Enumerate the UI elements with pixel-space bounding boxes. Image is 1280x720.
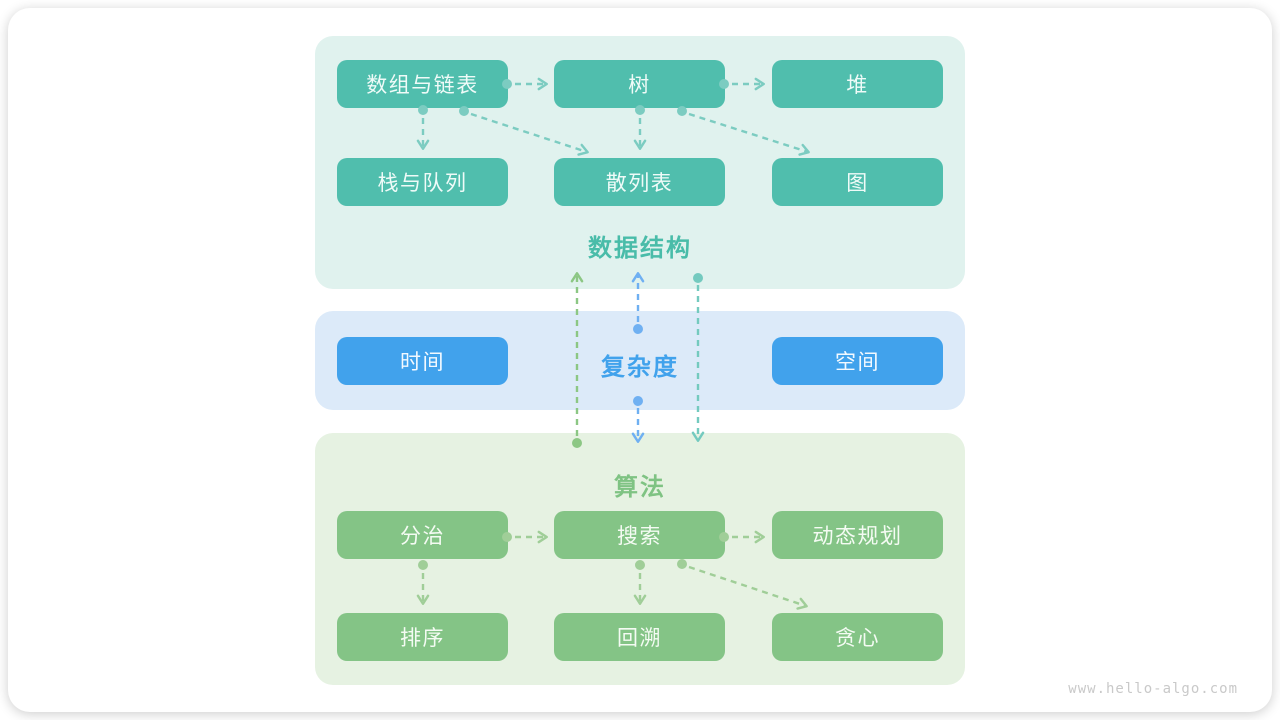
algorithms-panel: 算法 分治 搜索 动态规划 排序 回溯 贪心 [315,433,965,685]
node-stack-queue: 栈与队列 [337,158,508,206]
node-tree: 树 [554,60,725,108]
algorithms-label: 算法 [614,474,666,501]
complexity-label: 复杂度 [601,354,679,381]
node-graph: 图 [772,158,943,206]
node-hash-table: 散列表 [554,158,725,206]
node-sorting: 排序 [337,613,508,661]
node-divide-and-conquer: 分治 [337,511,508,559]
node-heap: 堆 [772,60,943,108]
data-structures-panel: 数组与链表 树 堆 栈与队列 散列表 图 数据结构 [315,36,965,289]
data-structures-label: 数据结构 [588,235,692,262]
node-greedy: 贪心 [772,613,943,661]
node-arrays-linked-lists: 数组与链表 [337,60,508,108]
node-space: 空间 [772,337,943,385]
node-backtracking: 回溯 [554,613,725,661]
node-dynamic-programming: 动态规划 [772,511,943,559]
node-time: 时间 [337,337,508,385]
watermark-url: www.hello-algo.com [1068,681,1238,697]
complexity-panel: 时间 复杂度 空间 [315,311,965,410]
node-search: 搜索 [554,511,725,559]
